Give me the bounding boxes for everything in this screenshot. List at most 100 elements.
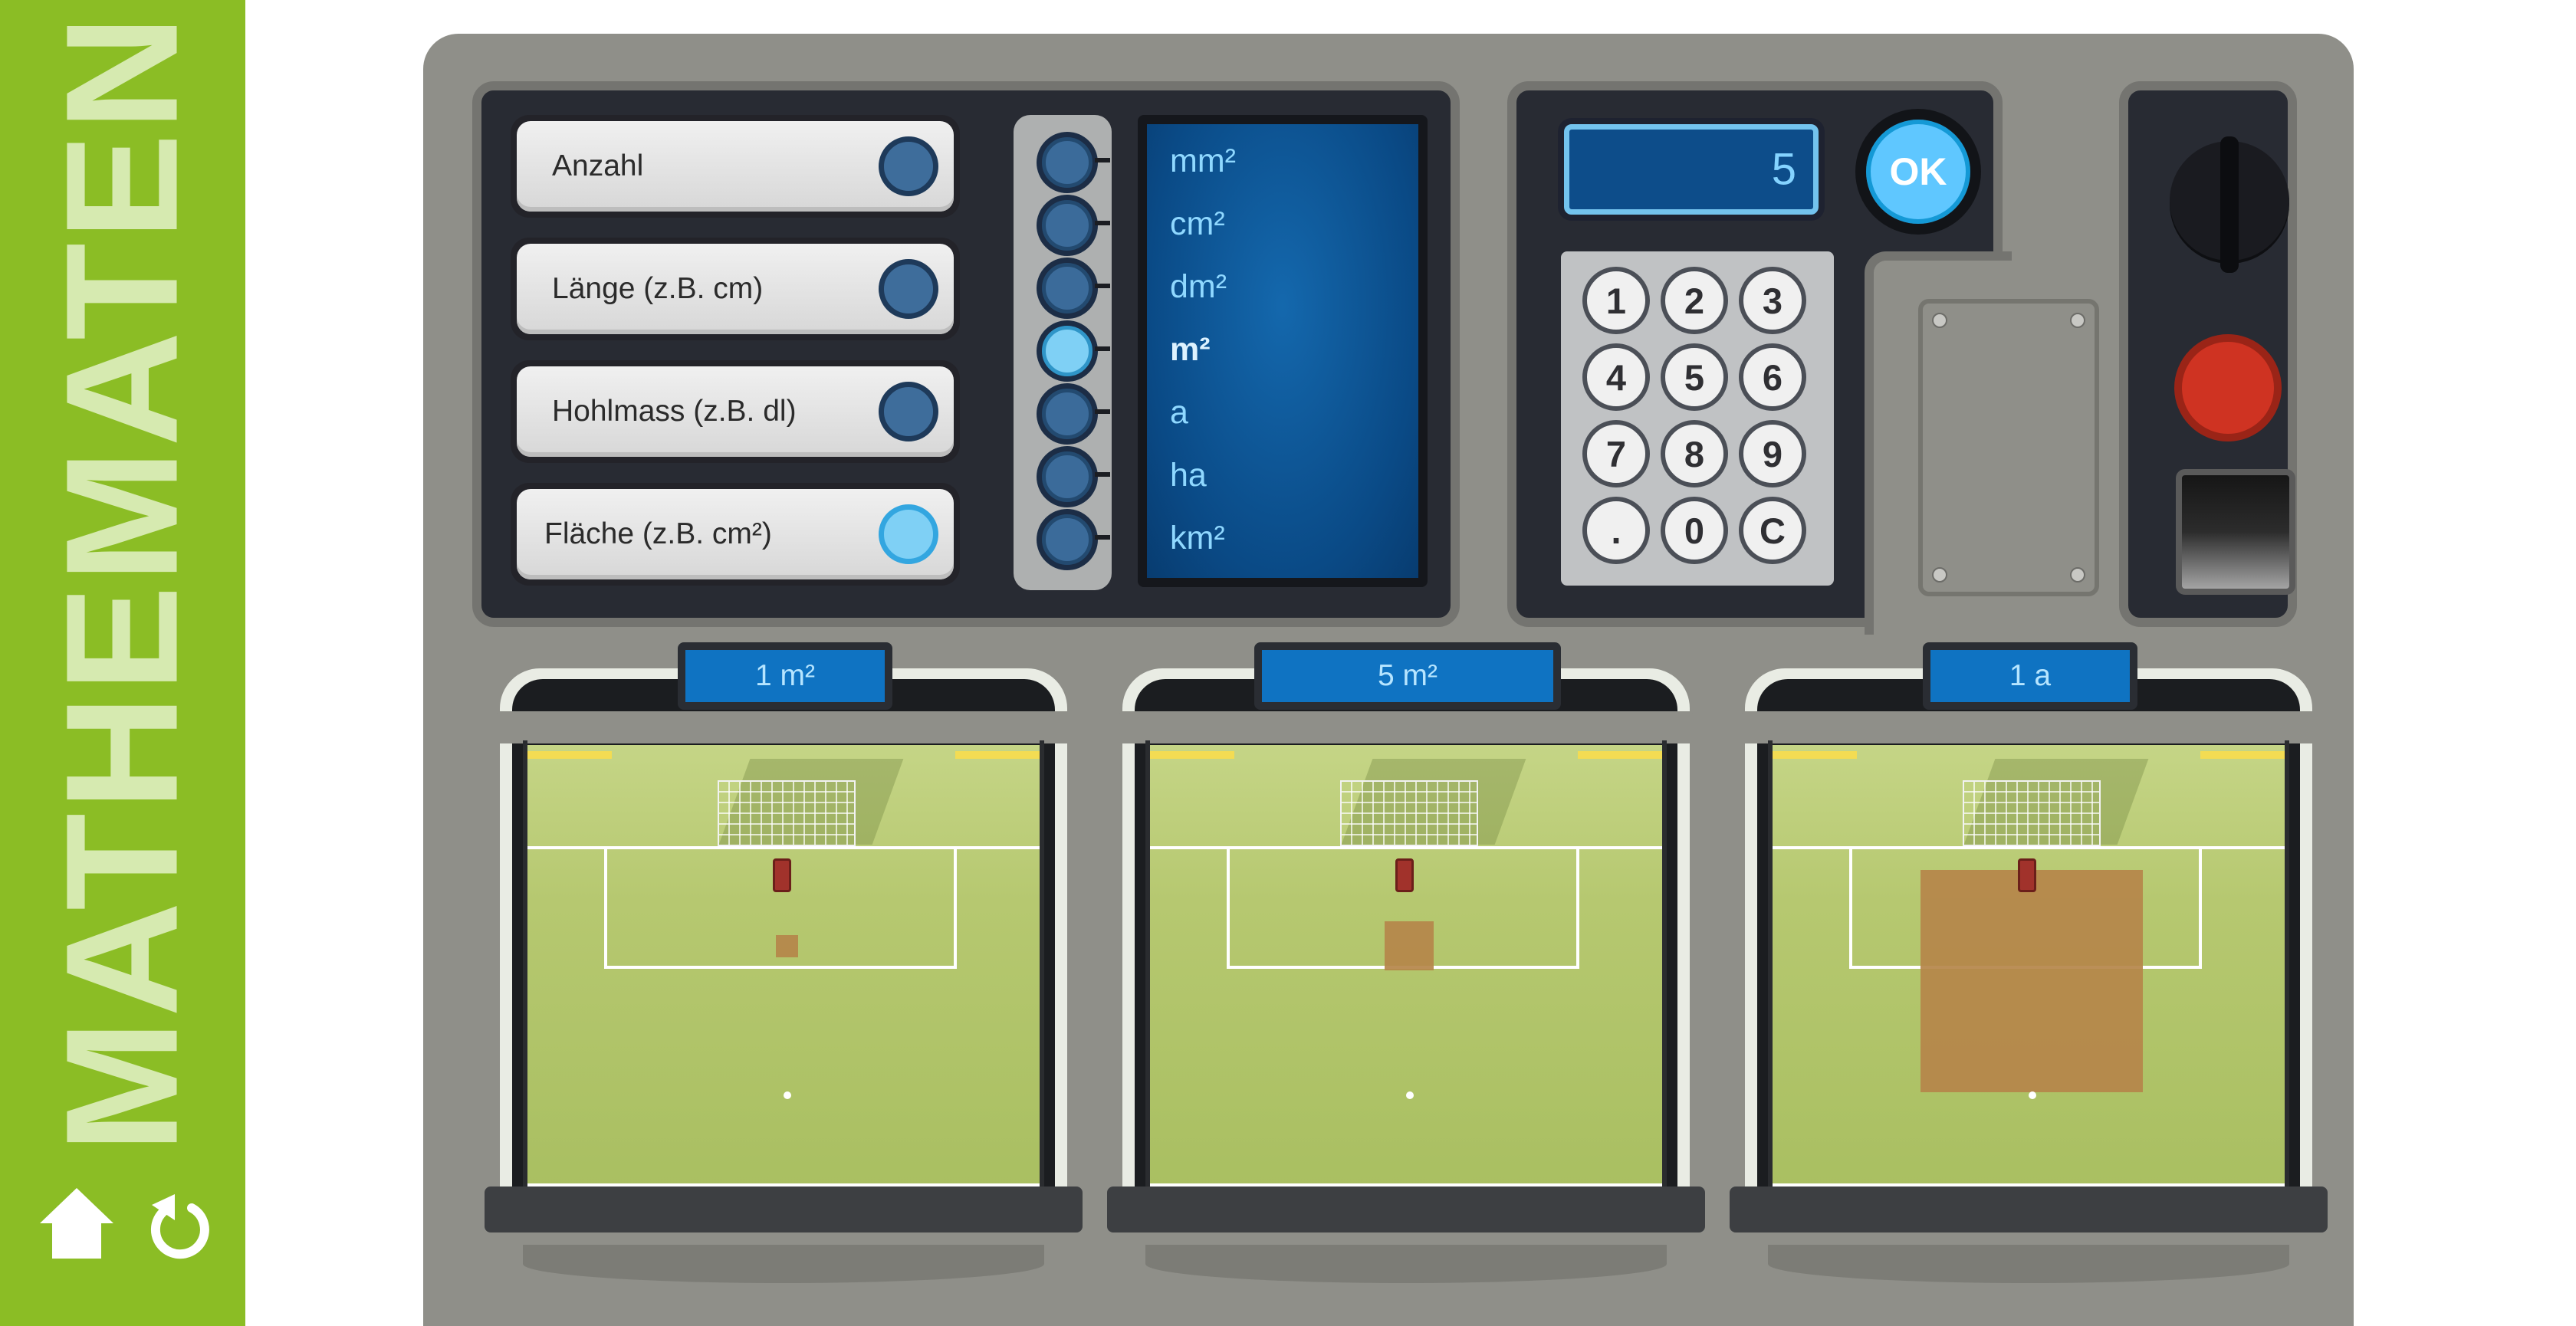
led-lens	[1042, 137, 1092, 188]
key-6[interactable]: 6	[1739, 343, 1806, 411]
corner-marker	[955, 751, 1040, 759]
frame-post	[1145, 740, 1150, 1193]
red-button[interactable]	[2174, 334, 2282, 441]
unit-option-mm2[interactable]: mm²	[1170, 143, 1236, 179]
corner-marker	[527, 751, 612, 759]
screw-icon	[1932, 567, 1947, 583]
goal-line	[1773, 846, 2285, 849]
half-line	[527, 1183, 1040, 1187]
category-button-face: Anzahl	[517, 121, 954, 212]
monitor-foot	[1730, 1187, 2328, 1232]
monitor-top-bar	[1742, 711, 2315, 743]
key-8[interactable]: 8	[1661, 420, 1728, 487]
field-label-text: 1 a	[1930, 650, 2130, 702]
goal-line	[527, 846, 1040, 849]
unit-led-ha[interactable]	[1037, 446, 1110, 507]
screw-icon	[2070, 567, 2085, 583]
goal-net	[1340, 780, 1478, 846]
led-connector	[1095, 535, 1110, 540]
field-label-text: 1 m²	[685, 650, 885, 702]
football-pitch	[1773, 745, 2285, 1193]
area-square	[775, 934, 798, 957]
led-lens	[1042, 200, 1092, 251]
goal-net	[1963, 780, 2101, 846]
unit-option-dm2[interactable]: dm²	[1170, 268, 1227, 305]
key-decimal[interactable]: .	[1582, 497, 1650, 564]
unit-option-m2[interactable]: m²	[1170, 331, 1211, 368]
led-connector	[1095, 221, 1110, 225]
field-label-text: 5 m²	[1262, 650, 1553, 702]
goalkeeper	[773, 858, 791, 892]
key-0[interactable]: 0	[1661, 497, 1728, 564]
category-label: Anzahl	[552, 149, 644, 182]
unit-led-mm2[interactable]	[1037, 132, 1110, 193]
ok-button-label: OK	[1889, 150, 1947, 193]
category-button-face: Länge (z.B. cm)	[517, 244, 954, 334]
answer-display-value: 5	[1771, 144, 1796, 195]
field-label: 5 m²	[1254, 642, 1561, 710]
penalty-spot	[1406, 1091, 1414, 1099]
led-connector	[1095, 472, 1110, 477]
penalty-box	[604, 848, 957, 969]
key-3[interactable]: 3	[1739, 267, 1806, 334]
screw-icon	[2070, 313, 2085, 328]
led-connector	[1095, 346, 1110, 351]
frame-post	[523, 740, 527, 1193]
screw-plate	[1918, 299, 2099, 596]
category-indicator-light	[879, 382, 938, 441]
key-5[interactable]: 5	[1661, 343, 1728, 411]
frame-post	[1768, 740, 1773, 1193]
unit-led-dm2[interactable]	[1037, 258, 1110, 319]
unit-led-cm2[interactable]	[1037, 195, 1110, 256]
unit-option-cm2[interactable]: cm²	[1170, 205, 1225, 242]
goalkeeper	[2018, 858, 2036, 892]
monitor-shadow	[523, 1245, 1044, 1283]
unit-led-m2[interactable]	[1037, 320, 1110, 382]
led-lens	[1042, 451, 1092, 502]
led-lens	[1042, 263, 1092, 313]
unit-screen	[1138, 115, 1428, 587]
unit-led-a[interactable]	[1037, 383, 1110, 445]
football-pitch	[1150, 745, 1662, 1193]
field-label: 1 m²	[678, 642, 892, 710]
category-button-hohlmass[interactable]: Hohlmass (z.B. dl)	[511, 360, 960, 463]
football-pitch	[527, 745, 1040, 1193]
led-lens	[1042, 326, 1092, 376]
unit-option-ha[interactable]: ha	[1170, 457, 1207, 494]
unit-option-km2[interactable]: km²	[1170, 520, 1225, 556]
screw-icon	[1932, 313, 1947, 328]
penalty-spot	[2029, 1091, 2036, 1099]
undo-icon[interactable]	[144, 1183, 212, 1260]
half-line	[1150, 1183, 1662, 1187]
app-title: MATHEMATEN	[33, 11, 212, 1154]
ok-button[interactable]: OK	[1855, 109, 1981, 235]
key-1[interactable]: 1	[1582, 267, 1650, 334]
category-button-flaeche[interactable]: Fläche (z.B. cm²)	[511, 483, 960, 586]
black-button[interactable]	[2176, 469, 2295, 595]
key-2[interactable]: 2	[1661, 267, 1728, 334]
led-connector	[1095, 409, 1110, 414]
field-monitor: 5 m²	[1107, 642, 1705, 1288]
answer-display: 5	[1564, 124, 1819, 215]
key-9[interactable]: 9	[1739, 420, 1806, 487]
field-monitor: 1 m²	[485, 642, 1083, 1288]
led-lens	[1042, 389, 1092, 439]
category-button-laenge[interactable]: Länge (z.B. cm)	[511, 238, 960, 340]
unit-led-km2[interactable]	[1037, 509, 1110, 570]
key-4[interactable]: 4	[1582, 343, 1650, 411]
category-label: Länge (z.B. cm)	[552, 272, 764, 305]
frame-post	[1662, 740, 1667, 1193]
monitor-shadow	[1145, 1245, 1667, 1283]
category-label: Hohlmass (z.B. dl)	[552, 395, 797, 428]
category-button-anzahl[interactable]: Anzahl	[511, 115, 960, 218]
half-line	[1773, 1183, 2285, 1187]
goal-net	[718, 780, 856, 846]
key-clear[interactable]: C	[1739, 497, 1806, 564]
monitor-foot	[485, 1187, 1083, 1232]
monitor-top-bar	[497, 711, 1070, 743]
category-indicator-light	[879, 259, 938, 319]
led-connector	[1095, 158, 1110, 162]
home-icon[interactable]	[37, 1183, 117, 1263]
unit-option-a[interactable]: a	[1170, 394, 1188, 431]
key-7[interactable]: 7	[1582, 420, 1650, 487]
